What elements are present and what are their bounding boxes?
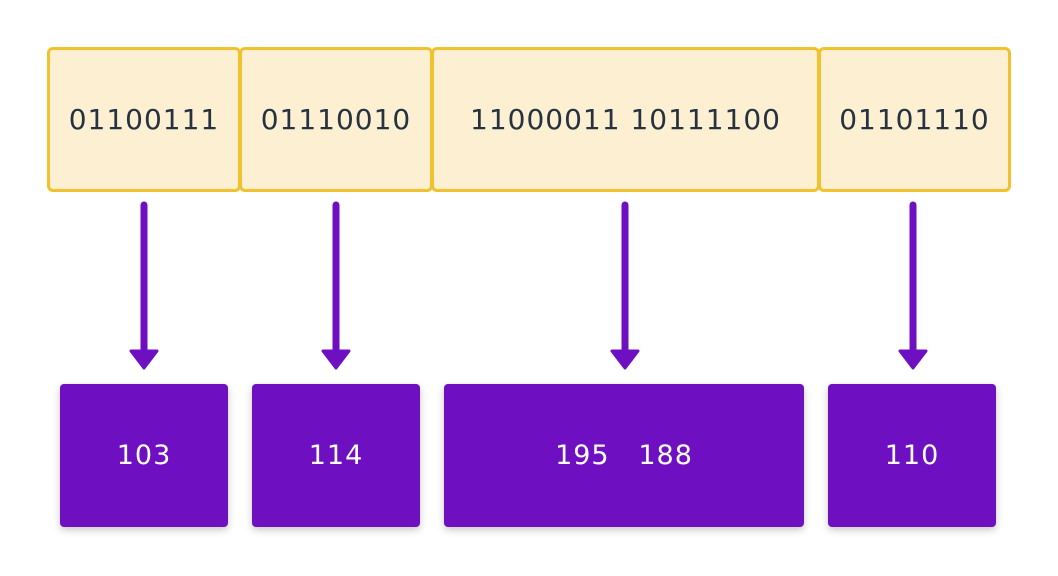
down-arrow-icon — [610, 201, 640, 370]
decimal-value-box-2: 114 — [252, 384, 420, 527]
binary-byte-box-4: 01101110 — [818, 47, 1011, 192]
binary-byte-box-3: 11000011 10111100 — [431, 47, 820, 192]
decimal-value-box-3: 195 188 — [444, 384, 804, 527]
binary-byte-box-1: 01100111 — [47, 47, 241, 192]
down-arrow-icon — [321, 201, 351, 370]
binary-byte-text: 01100111 — [68, 103, 220, 136]
decimal-value-text: 114 — [308, 440, 364, 471]
decimal-value-text: 110 — [884, 440, 940, 471]
decimal-value-text: 103 — [116, 440, 172, 471]
decimal-value-box-1: 103 — [60, 384, 228, 527]
down-arrow-icon — [129, 201, 159, 370]
binary-byte-text: 11000011 10111100 — [470, 103, 781, 136]
binary-byte-text: 01110010 — [260, 103, 412, 136]
binary-byte-text: 01101110 — [839, 103, 990, 136]
down-arrow-icon — [898, 201, 928, 370]
decimal-value-text: 195 188 — [555, 440, 693, 471]
binary-byte-box-2: 01110010 — [239, 47, 433, 192]
decimal-value-box-4: 110 — [828, 384, 996, 527]
